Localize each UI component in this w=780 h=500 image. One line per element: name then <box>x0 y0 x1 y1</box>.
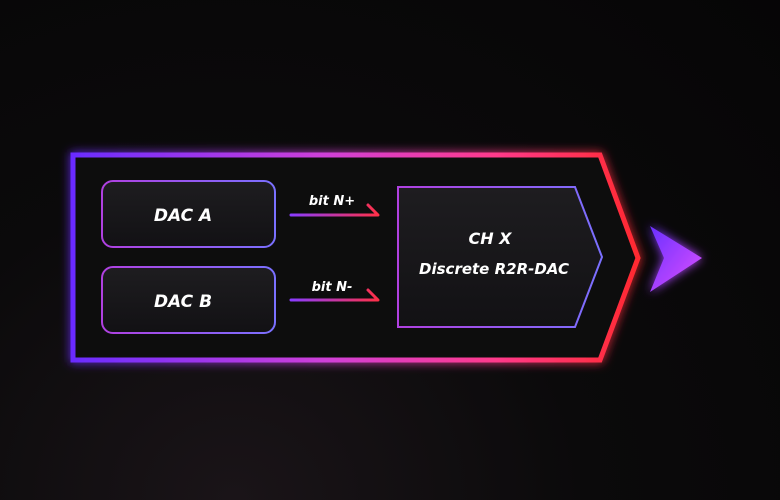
dac-b-label: DAC B <box>154 292 212 312</box>
output-arrow-icon <box>650 226 702 292</box>
bit-n-plus-arrow: bit N+ <box>289 194 380 217</box>
channel-block: CH X Discrete R2R-DAC <box>397 186 604 328</box>
arrow-right-icon <box>289 203 380 217</box>
channel-subtitle: Discrete R2R-DAC <box>419 260 569 278</box>
channel-title: CH X <box>468 229 512 248</box>
dac-a-label: DAC A <box>154 206 212 226</box>
arrow-right-icon <box>289 288 380 302</box>
dac-a-block: DAC A <box>101 180 276 248</box>
bit-n-minus-arrow: bit N- <box>289 280 380 302</box>
bit-n-minus-label: bit N- <box>312 280 353 295</box>
dac-b-block: DAC B <box>101 266 276 334</box>
bit-n-plus-label: bit N+ <box>309 194 355 209</box>
